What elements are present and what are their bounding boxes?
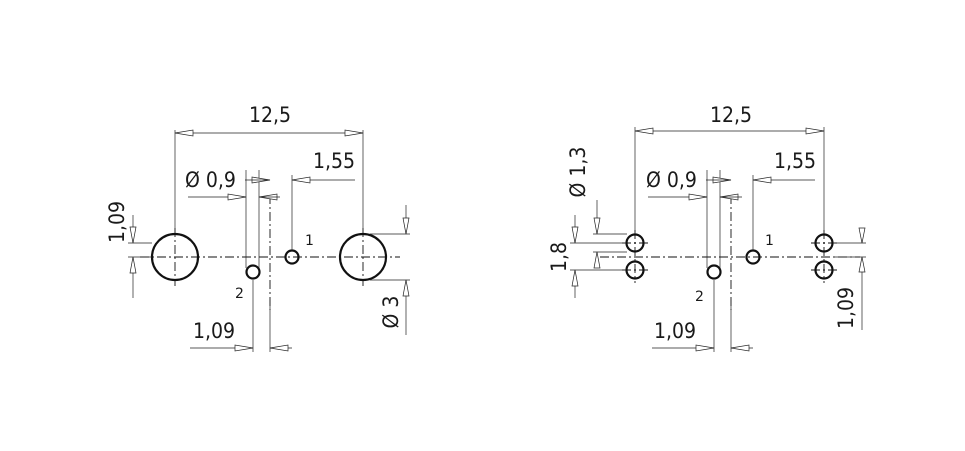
right-dim-width: 12,5 bbox=[710, 103, 752, 127]
right-dim-hole-diameter: Ø 1,3 bbox=[566, 147, 590, 198]
right-pin-2 bbox=[706, 264, 722, 280]
right-pin-2-label: 2 bbox=[695, 289, 704, 305]
left-dim-hole-diameter: Ø 3 bbox=[379, 296, 403, 329]
left-view: 12,5 Ø 0,9 1,55 1,09 1,09 bbox=[105, 103, 410, 352]
left-dim-horizontal-offset: 1,09 bbox=[193, 319, 235, 343]
right-view: 12,5 Ø 0,9 1,55 Ø 1,3 1,8 bbox=[547, 103, 866, 352]
left-dim-vertical-offset: 1,09 bbox=[105, 201, 129, 243]
right-dim-horizontal-offset: 1,09 bbox=[654, 319, 696, 343]
left-dim-pin-offset: 1,55 bbox=[313, 149, 355, 173]
left-pin-2-label: 2 bbox=[235, 286, 244, 302]
right-dim-vertical-offset: 1,09 bbox=[834, 287, 858, 329]
left-dim-width: 12,5 bbox=[249, 103, 291, 127]
left-dim-pin-diameter: Ø 0,9 bbox=[185, 168, 236, 192]
right-dim-pin-offset: 1,55 bbox=[774, 149, 816, 173]
right-dim-pin-diameter: Ø 0,9 bbox=[646, 168, 697, 192]
left-pin-1-label: 1 bbox=[305, 233, 314, 249]
right-pin-1-label: 1 bbox=[765, 233, 774, 249]
left-pin-2 bbox=[245, 264, 261, 280]
right-dim-hole-spacing: 1,8 bbox=[547, 242, 571, 272]
